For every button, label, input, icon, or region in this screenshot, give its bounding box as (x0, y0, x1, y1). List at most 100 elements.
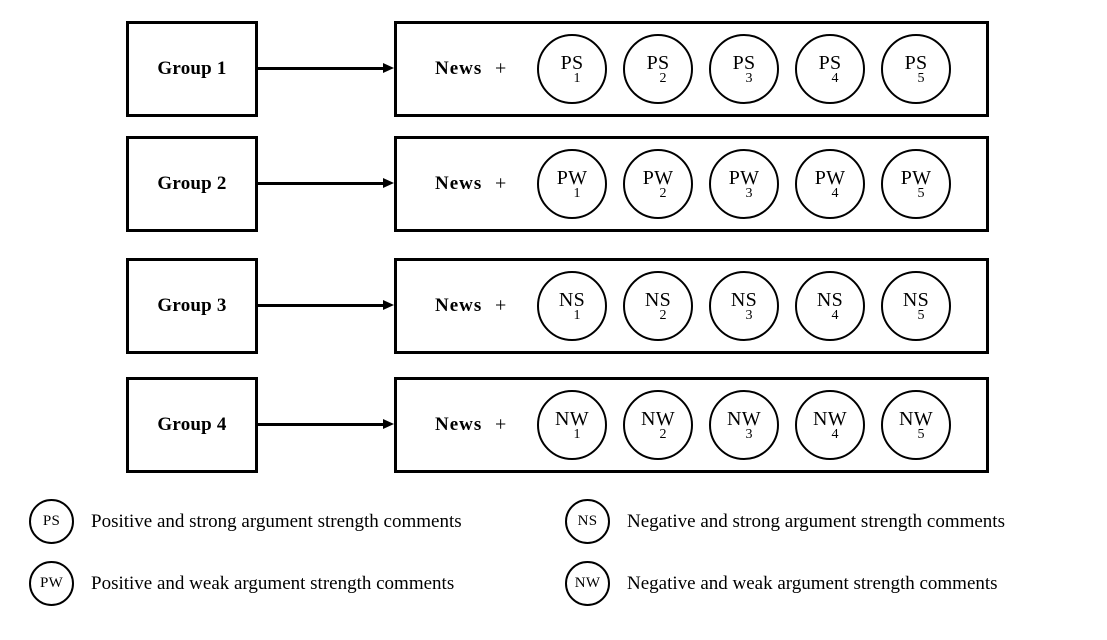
arrow-head-icon (383, 300, 394, 310)
node-code: NW (727, 407, 761, 430)
node-subscript: 5 (917, 307, 925, 323)
node-subscript: 2 (659, 426, 667, 442)
node-circle-row-3: NS 1 NS 2 NS 3 NS 4 (537, 271, 951, 341)
group-box-3: Group 3 (126, 258, 258, 354)
plus-icon-1: + (495, 57, 507, 80)
node-subscript: 3 (745, 307, 753, 323)
node-circle: PS 3 (709, 34, 779, 104)
node-code: PS (904, 51, 928, 74)
node-code: PW (728, 166, 760, 189)
node-code: NS (730, 288, 758, 311)
arrow-group-3-to-condition-3 (258, 300, 394, 311)
news-label-2: News (435, 173, 483, 194)
node-circle-row-1: PS 1 PS 2 PS 3 PS 4 (537, 34, 951, 104)
node-circle: PW 2 (623, 149, 693, 219)
node-code: PS (732, 51, 756, 74)
news-label-4: News (435, 414, 483, 435)
arrow-group-1-to-condition-1 (258, 63, 394, 74)
arrow-group-2-to-condition-2 (258, 178, 394, 189)
arrow-head-icon (383, 178, 394, 188)
node-code: NW (899, 407, 933, 430)
group-box-4: Group 4 (126, 377, 258, 473)
node-circle: PS 5 (881, 34, 951, 104)
node-circle: NS 1 (537, 271, 607, 341)
arrow-group-4-to-condition-4 (258, 419, 394, 430)
node-circle: NS 3 (709, 271, 779, 341)
node-circle: PW 1 (537, 149, 607, 219)
node-subscript: 3 (745, 185, 753, 201)
node-circle: NS 4 (795, 271, 865, 341)
node-subscript: 1 (573, 185, 581, 201)
node-circle: NW 5 (881, 390, 951, 460)
node-code: PS (646, 51, 670, 74)
legend-item-ps: PS Positive and strong argument strength… (29, 499, 462, 544)
node-subscript: 5 (917, 185, 925, 201)
arrow-head-icon (383, 419, 394, 429)
node-subscript: 5 (917, 70, 925, 86)
node-subscript: 4 (831, 307, 839, 323)
node-subscript: 2 (659, 70, 667, 86)
node-subscript: 3 (745, 70, 753, 86)
node-circle: NW 2 (623, 390, 693, 460)
legend-item-ns: NS Negative and strong argument strength… (565, 499, 1005, 544)
condition-panel-4: News + NW 1 NW 2 NW 3 (394, 377, 989, 473)
node-circle: NW 1 (537, 390, 607, 460)
node-code: PS (818, 51, 842, 74)
arrow-line (258, 182, 384, 185)
node-code: NS (902, 288, 930, 311)
node-code: PW (900, 166, 932, 189)
node-circle-row-2: PW 1 PW 2 PW 3 PW 4 (537, 149, 951, 219)
node-code: NS (644, 288, 672, 311)
arrow-line (258, 67, 384, 70)
node-subscript: 4 (831, 185, 839, 201)
legend-description: Negative and strong argument strength co… (627, 510, 1005, 532)
group-label-4: Group 4 (157, 414, 227, 435)
legend-circle-ps: PS (29, 499, 74, 544)
group-box-2: Group 2 (126, 136, 258, 232)
node-circle: PS 4 (795, 34, 865, 104)
node-subscript: 1 (573, 426, 581, 442)
node-code: PW (814, 166, 846, 189)
condition-panel-3: News + NS 1 NS 2 NS 3 (394, 258, 989, 354)
legend-code: NW (574, 575, 601, 591)
node-subscript: 4 (831, 70, 839, 86)
plus-icon-4: + (495, 413, 507, 436)
legend-item-pw: PW Positive and weak argument strength c… (29, 561, 454, 606)
node-subscript: 3 (745, 426, 753, 442)
arrow-head-icon (383, 63, 394, 73)
node-circle: NS 2 (623, 271, 693, 341)
condition-panel-1: News + PS 1 PS 2 PS 3 (394, 21, 989, 117)
legend-code: NS (577, 513, 598, 529)
news-label-3: News (435, 295, 483, 316)
legend-description: Negative and weak argument strength comm… (627, 572, 998, 594)
node-circle-row-4: NW 1 NW 2 NW 3 NW 4 (537, 390, 951, 460)
node-code: PS (560, 51, 584, 74)
node-subscript: 2 (659, 185, 667, 201)
node-code: NS (816, 288, 844, 311)
node-code: PW (556, 166, 588, 189)
node-subscript: 4 (831, 426, 839, 442)
node-circle: PW 5 (881, 149, 951, 219)
node-circle: PS 1 (537, 34, 607, 104)
group-label-1: Group 1 (157, 58, 227, 79)
legend-circle-nw: NW (565, 561, 610, 606)
node-subscript: 2 (659, 307, 667, 323)
arrow-line (258, 423, 384, 426)
node-subscript: 1 (573, 70, 581, 86)
plus-icon-2: + (495, 172, 507, 195)
node-code: NW (813, 407, 847, 430)
node-circle: NS 5 (881, 271, 951, 341)
node-circle: PW 3 (709, 149, 779, 219)
group-label-2: Group 2 (157, 173, 227, 194)
node-code: PW (642, 166, 674, 189)
node-circle: NW 4 (795, 390, 865, 460)
group-label-3: Group 3 (157, 295, 227, 316)
node-code: NS (558, 288, 586, 311)
news-label-1: News (435, 58, 483, 79)
legend-code: PW (39, 575, 64, 591)
legend-circle-ns: NS (565, 499, 610, 544)
legend-item-nw: NW Negative and weak argument strength c… (565, 561, 998, 606)
node-code: NW (555, 407, 589, 430)
node-subscript: 5 (917, 426, 925, 442)
